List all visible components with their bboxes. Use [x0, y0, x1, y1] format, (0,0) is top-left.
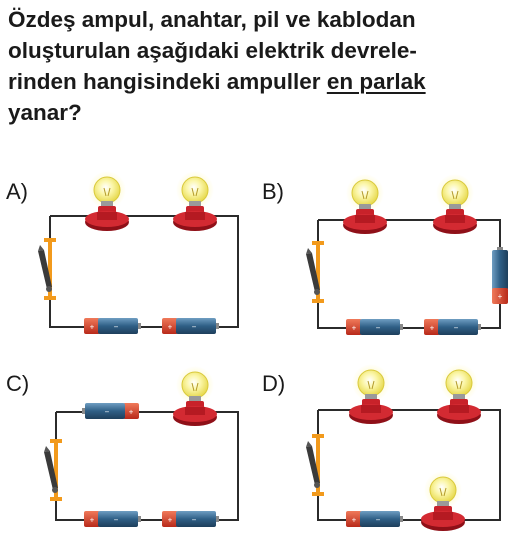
circuit-c-switch-icon [44, 439, 62, 501]
circuit-a-switch-icon [38, 238, 56, 300]
question-line-2: oluşturulan aşağıdaki elektrik devrele- [8, 38, 417, 63]
question-line-4: yanar? [8, 100, 82, 125]
question-line-1: Özdeş ampul, anahtar, pil ve kablodan [8, 7, 416, 32]
circuit-a-battery-2-icon [162, 318, 219, 334]
option-c-label[interactable]: C) [6, 371, 30, 396]
option-a-label[interactable]: A) [6, 179, 28, 204]
circuit-c-battery-3-icon [162, 511, 219, 527]
circuit-c-battery-2-icon [84, 511, 141, 527]
circuit-d-wire [317, 409, 501, 521]
circuit-c-wire [55, 411, 239, 521]
circuit-b-battery-3-icon [492, 247, 508, 304]
circuit-b-battery-2-icon [424, 319, 481, 335]
circuit-b-switch-icon [306, 241, 324, 303]
circuit-a-wire [49, 215, 239, 328]
circuit-b [306, 173, 508, 335]
circuit-d [306, 363, 501, 532]
circuit-d-bulb-2-icon [436, 363, 482, 425]
circuit-b-bulb-1-icon [342, 173, 388, 235]
circuit-d-battery-1-icon [346, 511, 403, 527]
circuit-b-wire [317, 219, 501, 329]
circuit-c-battery-1-icon [82, 403, 139, 419]
question-text: Özdeş ampul, anahtar, pil ve kablodan ol… [8, 4, 520, 128]
option-d-label[interactable]: D) [262, 371, 286, 396]
emphasis-text: en parlak [326, 69, 426, 94]
question-line-3: rinden hangisindeki ampuller en parlak [8, 66, 520, 97]
circuit-d-bulb-1-icon [348, 363, 394, 425]
circuit-a-bulb-2-icon [172, 170, 218, 232]
circuit-d-bulb-3-icon [420, 470, 466, 532]
circuit-c-bulb-1-icon [172, 365, 218, 427]
circuit-b-battery-1-icon [346, 319, 403, 335]
circuit-d-switch-icon [306, 434, 324, 496]
circuit-a-bulb-1-icon [84, 170, 130, 232]
circuit-a-battery-1-icon [84, 318, 141, 334]
circuit-b-bulb-2-icon [432, 173, 478, 235]
question-line-3-text: rinden hangisindeki ampuller [8, 69, 327, 94]
circuit-a [38, 170, 239, 334]
circuit-c [44, 365, 239, 527]
option-b-label[interactable]: B) [262, 179, 284, 204]
